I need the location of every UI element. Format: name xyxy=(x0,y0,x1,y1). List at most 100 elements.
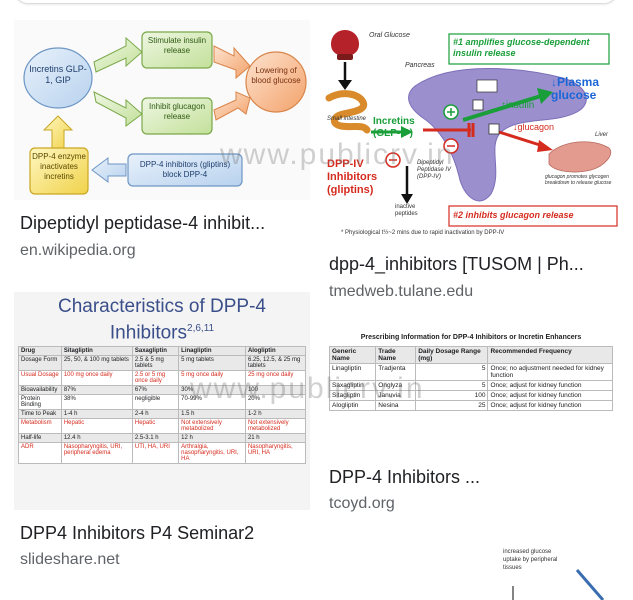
inactive-peptides-label: inactive peptides xyxy=(395,204,418,217)
slide-heading-text: Inhibitors xyxy=(109,322,188,344)
table-cell: 5 xyxy=(415,380,489,391)
result-title[interactable]: Dipeptidyl peptidase-4 inhibit... xyxy=(20,213,266,233)
incretins-label: Incretins GLP-1, GIP xyxy=(29,64,87,85)
result-source[interactable]: slideshare.net xyxy=(20,551,120,568)
table-cell: Usual Dosage xyxy=(18,370,62,386)
result-thumbnail[interactable]: increased glucose uptake by peripheral t… xyxy=(323,546,619,600)
table-cell: Time to Peak xyxy=(18,409,62,419)
slide-table-header: Drug xyxy=(18,346,62,356)
table-cell: Nasopharyngitis, URI, HA xyxy=(244,442,307,464)
stimulate-insulin-box xyxy=(141,31,213,69)
table-cell: Half-life xyxy=(18,433,62,443)
small-intestine-label: Small intestine xyxy=(327,116,367,122)
table-cell: 12 h xyxy=(178,433,246,443)
inhibit-glucagon-box xyxy=(141,97,213,135)
table-cell: Hepatic xyxy=(60,418,133,434)
table-cell: UTI, HA, URI xyxy=(131,442,180,464)
table-cell: Hepatic xyxy=(131,418,180,434)
table-cell: Nasopharyngitis, URI, peripheral edema xyxy=(60,442,133,464)
table-cell: 70-99% xyxy=(178,394,246,410)
oral-glucose-icon xyxy=(331,30,359,56)
result-thumbnail[interactable]: Oral Glucose Pancreas #1 amplifies gluco… xyxy=(323,20,619,242)
table-cell: 25, 50, & 100 mg tablets xyxy=(60,355,133,371)
result-card-tcoyd[interactable]: Prescribing Information for DPP-4 Inhibi… xyxy=(323,330,619,525)
footnote-label: * Physiological t½~2 mins due to rapid i… xyxy=(341,230,505,236)
rx-table-header: Trade Name xyxy=(375,346,417,364)
result-card-wikipedia[interactable]: Incretins GLP-1, GIP Stimulate insulin r… xyxy=(14,20,310,270)
slide-heading-line2: Inhibitors2,6,11 xyxy=(14,318,310,344)
table-cell: 20% xyxy=(244,394,307,410)
lowering-glucose-node xyxy=(245,51,307,113)
result-thumbnail[interactable]: Incretins GLP-1, GIP Stimulate insulin r… xyxy=(14,20,310,200)
result-card-partial[interactable]: increased glucose uptake by peripheral t… xyxy=(323,546,619,600)
slide-table-header: Saxagliptin xyxy=(131,346,180,356)
table-cell: Metabolism xyxy=(18,418,62,434)
table-cell: 2-4 h xyxy=(131,409,180,419)
table-cell: 25 mg once daily xyxy=(244,370,307,386)
table-cell: 12.4 h xyxy=(60,433,133,443)
search-bar-bottom-edge xyxy=(14,0,618,4)
incretins-node xyxy=(23,47,93,109)
pancreas-label: Pancreas xyxy=(405,62,435,69)
table-cell: 5 mg tablets xyxy=(178,355,246,371)
table-cell: Alogliptin xyxy=(328,400,377,411)
result-source[interactable]: en.wikipedia.org xyxy=(20,242,136,259)
table-cell: Arthralgia, nasopharyngitis, URI, HA xyxy=(178,442,246,464)
result-source[interactable]: tcoyd.org xyxy=(329,495,395,512)
table-cell: Linagliptin xyxy=(328,363,377,381)
insulin-label: ↑insulin xyxy=(501,100,535,111)
table-cell: 2.5 & 5 mg tablets xyxy=(131,355,180,371)
table-cell: 100 xyxy=(244,385,307,395)
table-cell: 1-2 h xyxy=(244,409,307,419)
table-cell: 2.5-3.1 h xyxy=(131,433,180,443)
inhibit-label: Inhibit glucagon release xyxy=(148,102,206,121)
glucagon-promotes-label: glucagon promotes glycogen breakdown to … xyxy=(545,174,612,186)
table-cell: 1.5 h xyxy=(178,409,246,419)
table-cell: 2.5 or 5 mg once daily xyxy=(131,370,180,386)
table-cell: 30% xyxy=(178,385,246,395)
dpp4-label: DPP-4 enzyme inactivates incretins xyxy=(32,152,86,181)
dpp4-enzyme-box xyxy=(29,147,89,195)
result-title[interactable]: dpp-4_inhibitors [TUSOM | Ph... xyxy=(329,254,584,274)
result-thumbnail[interactable]: Prescribing Information for DPP-4 Inhibi… xyxy=(323,330,619,454)
result-source[interactable]: tmedweb.tulane.edu xyxy=(329,283,474,300)
dpp-iv-inhibitors-label: DPP-IV Inhibitors (gliptins) xyxy=(327,158,378,196)
table-cell: 5 mg once daily xyxy=(178,370,246,386)
lowering-label: Lowering of blood glucose xyxy=(251,66,301,85)
table-cell: Dosage Form xyxy=(18,355,62,371)
slide-heading-sup: 2,6,11 xyxy=(187,323,215,334)
amplifies-label: #1 amplifies glucose-dependent insulin r… xyxy=(453,37,590,58)
table-cell: 5 xyxy=(415,363,489,381)
table-cell: 100 xyxy=(415,390,489,401)
result-card-slideshare[interactable]: Characteristics of DPP-4 Inhibitors2,6,1… xyxy=(14,292,310,572)
table-cell: 100 mg once daily xyxy=(60,370,133,386)
table-cell: Saxagliptin xyxy=(328,380,377,391)
table-cell: Nesina xyxy=(375,400,417,411)
table-cell: Not extensively metabolized xyxy=(178,418,246,434)
table-cell: Protein Binding xyxy=(18,394,62,410)
block-label: DPP-4 inhibitors (gliptins) block DPP-4 xyxy=(139,160,231,179)
partial-diagram xyxy=(512,569,605,600)
table-cell: Once; adjust for kidney function xyxy=(487,390,613,401)
slide-table-header: Sitagliptin xyxy=(60,346,133,356)
table-cell: Januvia xyxy=(375,390,417,401)
uptake-label: increased glucose uptake by peripheral t… xyxy=(503,549,558,571)
dpp4-mechanism-diagram xyxy=(325,30,618,227)
table-cell: Once; adjust for kidney function xyxy=(487,380,613,391)
table-cell: Bioavailability xyxy=(18,385,62,395)
result-card-tulane[interactable]: Oral Glucose Pancreas #1 amplifies gluco… xyxy=(323,20,619,310)
stimulate-label: Stimulate insulin release xyxy=(147,36,207,55)
plasma-glucose-label: ↓Plasma glucose xyxy=(551,75,600,102)
table-cell: 21 h xyxy=(244,433,307,443)
result-title[interactable]: DPP-4 Inhibitors ... xyxy=(329,467,481,487)
result-thumbnail[interactable]: Characteristics of DPP-4 Inhibitors2,6,1… xyxy=(14,292,310,510)
result-title[interactable]: DPP4 Inhibitors P4 Seminar2 xyxy=(20,523,255,543)
table-caption: Prescribing Information for DPP-4 Inhibi… xyxy=(360,334,582,341)
